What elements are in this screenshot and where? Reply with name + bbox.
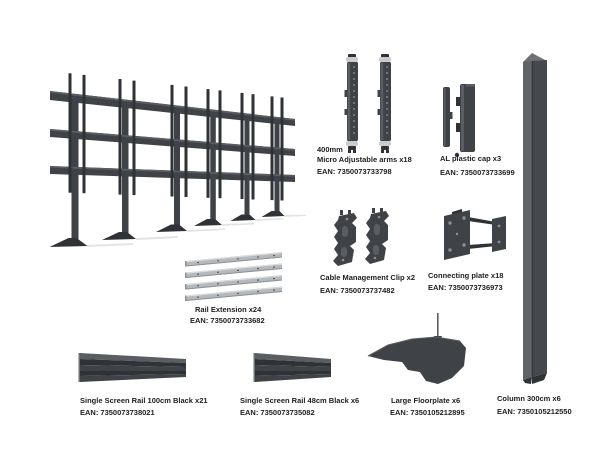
part-ean: EAN: 7350073733699 (440, 168, 515, 177)
part-ean: EAN: 7350073735082 (240, 408, 315, 417)
video-wall-stand-illustration (49, 73, 306, 247)
label-single-screen-rail-48cm: Single Screen Rail 48cm Black x6 EAN: 73… (240, 397, 359, 417)
rail-extension-illustration (185, 252, 282, 301)
part-name: AL plastic cap x3 (440, 154, 502, 163)
part-ean: EAN: 7350073733682 (190, 316, 265, 325)
connecting-plate-illustration (444, 209, 506, 260)
part-name: Large Floorplate x6 (391, 396, 461, 405)
part-ean: EAN: 7350073733798 (317, 167, 392, 176)
micro-adjustable-arms-illustration (344, 54, 391, 153)
part-ean: EAN: 7350073737482 (320, 286, 395, 295)
part-ean: EAN: 7350073738021 (80, 408, 155, 417)
part-name: Single Screen Rail 48cm Black x6 (240, 396, 360, 405)
single-screen-rail-48cm-illustration (253, 353, 331, 382)
part-ean: EAN: 7350073736973 (428, 283, 503, 292)
single-screen-rail-100cm-illustration (78, 353, 186, 382)
column-illustration (523, 53, 547, 384)
label-micro-adjustable-arms: 400mm Micro Adjustable arms x18 EAN: 735… (317, 146, 412, 176)
part-name: Connecting plate x18 (428, 271, 504, 280)
label-cable-management-clip: Cable Management Clip x2 EAN: 7350073737… (320, 274, 415, 295)
part-name: Column 300cm x6 (497, 394, 561, 403)
label-column: Column 300cm x6 EAN: 7350105212550 (497, 395, 572, 416)
part-name: Rail Extension x24 (195, 305, 262, 314)
label-connecting-plate: Connecting plate x18 EAN: 7350073736973 (428, 272, 503, 292)
al-plastic-cap-illustration (443, 84, 475, 158)
part-name: Micro Adjustable arms x18 (317, 155, 412, 164)
part-name: Single Screen Rail 100cm Black x21 (80, 396, 208, 405)
label-al-plastic-cap: AL plastic cap x3 EAN: 7350073733699 (440, 155, 515, 177)
label-rail-extension: Rail Extension x24 EAN: 7350073733682 (190, 306, 265, 325)
part-name: Cable Management Clip x2 (320, 273, 416, 282)
cable-management-clip-illustration (333, 208, 389, 266)
part-size: 400mm (317, 145, 343, 154)
large-floorplate-illustration (367, 313, 466, 384)
part-ean: EAN: 7350105212550 (497, 407, 572, 416)
label-single-screen-rail-100cm: Single Screen Rail 100cm Black x21 EAN: … (80, 397, 208, 417)
part-ean: EAN: 7350105212895 (390, 408, 465, 417)
label-large-floorplate: Large Floorplate x6 EAN: 7350105212895 (390, 397, 465, 417)
